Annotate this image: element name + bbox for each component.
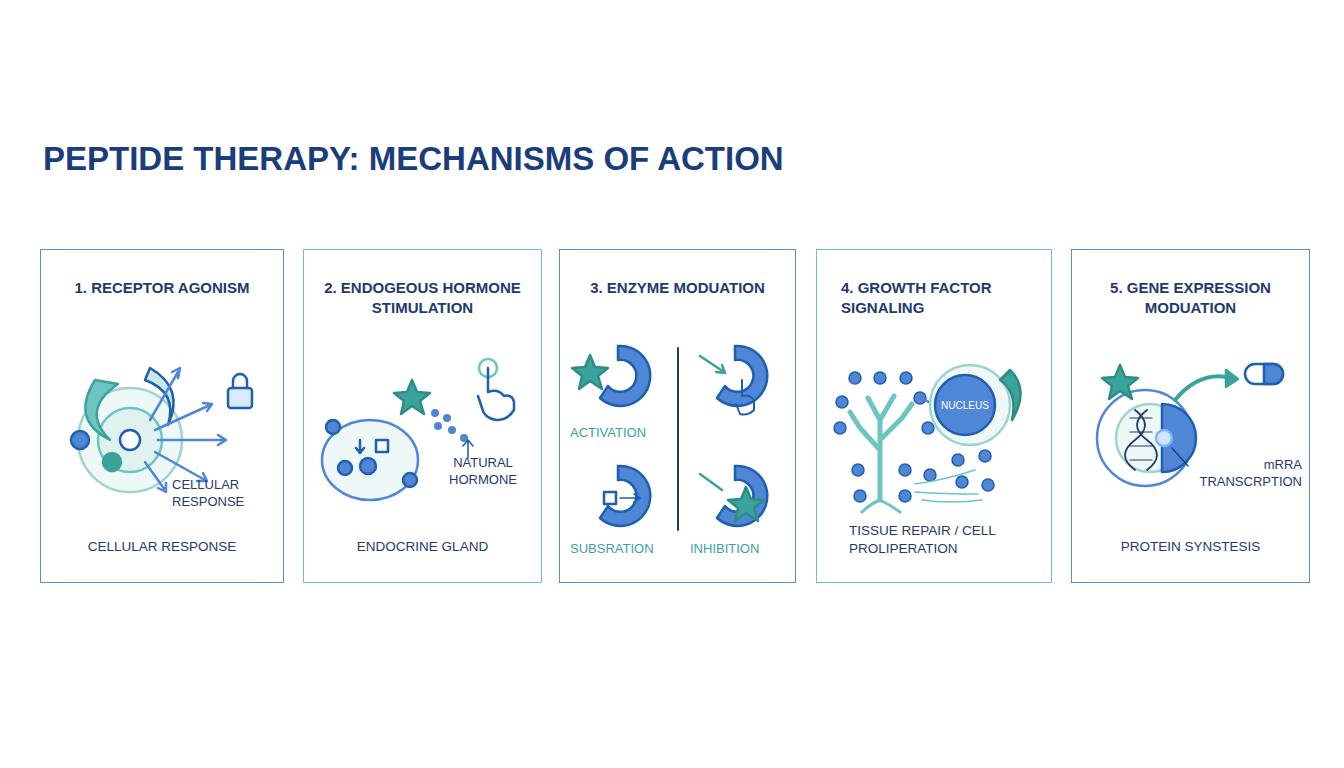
panel-caption: ENDOCRINE GLAND xyxy=(304,538,541,556)
mechanism-panel: 3. ENZYME MODUATION xyxy=(559,249,796,583)
panel-heading: 1. RECEPTOR AGONISM xyxy=(49,278,275,298)
mechanism-panel: 1. RECEPTOR AGONISM CELLULAR RESPONSE xyxy=(40,249,284,583)
illustration-label: NUCLEUS xyxy=(928,397,1002,414)
illustration-label: ACTIVATION xyxy=(570,424,670,441)
mechanism-panel: 2. ENDOGEOUS HORMONE STIMULATION ENDOCRIN… xyxy=(303,249,542,583)
receptor-illustration xyxy=(71,368,252,492)
panel-heading: 3. ENZYME MODUATION xyxy=(568,278,787,298)
diagram-title: PEPTIDE THERAPY: MECHANISMS OF ACTION xyxy=(43,140,784,178)
illustration-label: CELLULAR RESPONSE xyxy=(172,476,272,510)
illustration-label: SUBSRATION xyxy=(570,540,670,557)
panel-caption: TISSUE REPAIR / CELL PROLIPERATION xyxy=(849,522,1011,558)
illustration-label: NATURAL HORMONE xyxy=(428,454,538,488)
panel-heading: 4. GROWTH FACTOR SIGNALING xyxy=(841,278,1043,318)
mechanism-panel: 4. GROWTH FACTOR SIGNALING TISSUE REPAIR … xyxy=(816,249,1052,583)
panel-caption: CELLULAR RESPONSE xyxy=(41,538,283,556)
panel-heading: 5. GENE EXPRESSION MODUATION xyxy=(1080,278,1301,318)
growth-illustration xyxy=(834,365,1021,512)
panel-heading: 2. ENDOGEOUS HORMONE STIMULATION xyxy=(312,278,533,318)
panel-caption: PROTEIN SYNSTESIS xyxy=(1072,538,1309,556)
illustration-label: INHIBITION xyxy=(690,540,790,557)
illustration-label: mRRA TRANSCRPTION xyxy=(1192,456,1302,490)
mechanism-panel: 5. GENE EXPRESSION MODUATION PROTEIN SYNS… xyxy=(1071,249,1310,583)
gene-illustration xyxy=(1097,364,1283,486)
